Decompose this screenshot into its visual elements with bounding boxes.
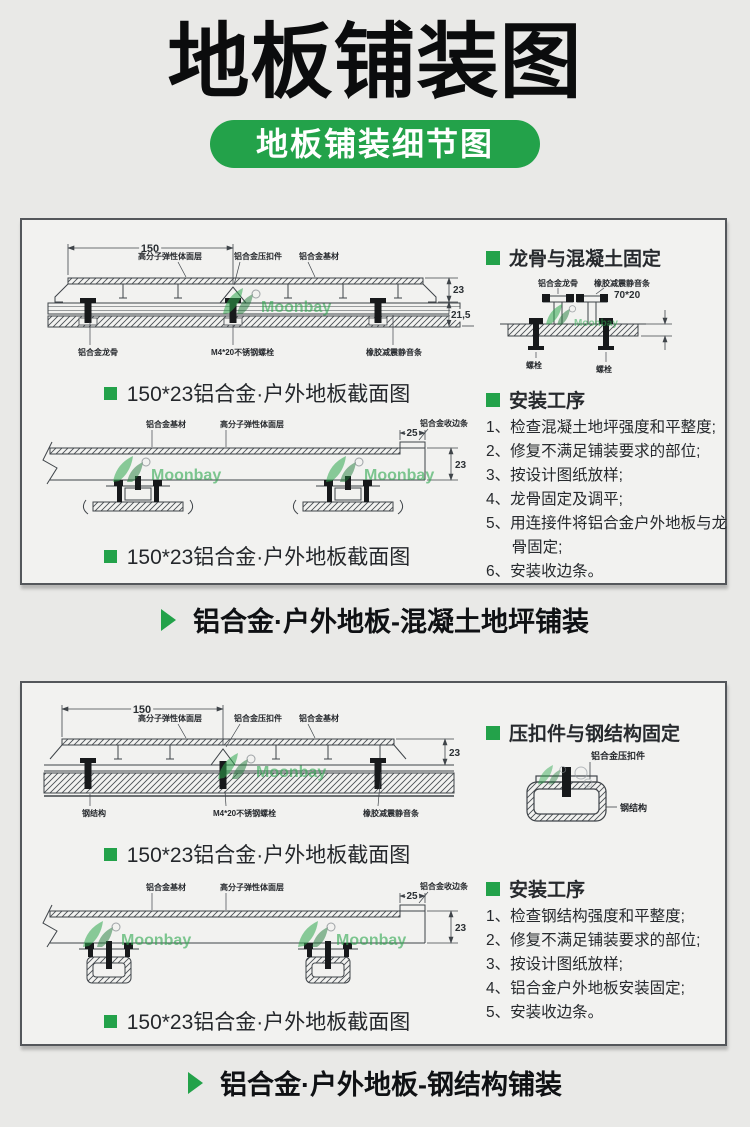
dim-150: 150 [141,243,159,255]
step-item: 4、铝合金户外地板安装固定; [486,980,685,997]
install-steps-list: 1、检查钢结构强度和平整度; 2、修复不满足铺装要求的部位; 3、按设计图纸放样… [486,905,730,1025]
label-base: 铝合金基材 [299,713,339,723]
label-steel: 钢结构 [82,808,106,818]
label-clip: 铝合金压扣件 [591,750,645,761]
label-rubber: 橡胶减震静音条 [366,347,423,357]
label-base: 铝合金基材 [299,251,339,261]
label-base: 铝合金基材 [146,419,186,429]
dim-21-5: 21,5 [451,310,471,321]
label-bolt-left: 螺栓 [526,360,542,370]
label-keel: 铝合金龙骨 [538,278,578,288]
diagram-keel-concrete-fixing: 铝合金龙骨 橡胶减震静音条 70*20 螺栓 螺栓 Moonbay [500,278,672,374]
green-square-icon [486,881,500,896]
subtitle-badge: 地板铺装细节图 [209,120,541,168]
label-steel: 钢结构 [620,802,647,813]
heading-keel-fixing: 龙骨与混凝土固定 [486,244,661,271]
green-square-icon [103,847,117,861]
caption-section-2: 150*23铝合金·户外地板截面图 [52,1006,462,1036]
heading-text: 压扣件与钢结构固定 [509,724,681,745]
step-item: 2、修复不满足铺装要求的部位; [486,932,701,949]
label-surface: 高分子弹性体面层 [220,882,284,892]
heading-text: 龙骨与混凝土固定 [509,249,662,270]
heading-install-steps: 安装工序 [486,875,585,902]
green-triangle-icon [161,608,176,631]
label-edge: 铝合金收边条 [420,881,469,891]
diagram-clip-steel-fixing: 铝合金压扣件 钢结构 [526,750,647,822]
step-item: 3、按设计图纸放样; [486,956,623,973]
heading-text: 安装工序 [509,391,586,412]
label-edge: 铝合金收边条 [420,418,469,428]
step-item: 5、用连接件将铝合金户外地板与龙骨固定; [486,515,728,556]
caption-section-1: 150*23铝合金·户外地板截面图 [52,378,462,408]
diagram-section-steel-1: 150 23 高分子弹性体面层 铝合金压扣件 铝合金基材 钢结构 M4*20不锈… [43,702,463,818]
label-bolt-right: 螺栓 [596,364,612,374]
green-triangle-icon [188,1071,203,1094]
label-clip: 铝合金压扣件 [234,713,282,723]
panel-steel-paving: 150 23 高分子弹性体面层 铝合金压扣件 铝合金基材 钢结构 M4*20不锈… [20,681,727,1046]
label-surface: 高分子弹性体面层 [220,419,284,429]
heading-clip-fixing: 压扣件与钢结构固定 [486,719,680,746]
panel-concrete-paving: 150 23 21,5 高分子弹性体面层 铝合金压扣件 铝合金基材 铝合金龙骨 … [20,218,727,585]
dim-23: 23 [455,923,467,934]
dim-23: 23 [455,460,467,471]
label-surface: 高分子弹性体面层 [138,251,202,261]
step-item: 1、检查混凝土地坪强度和平整度; [486,419,716,436]
green-square-icon [103,549,117,563]
dim-150: 150 [133,704,151,716]
label-rubber: 橡胶减震静音条 [363,808,420,818]
diagram-section-concrete-2: 25 23 铝合金基材 高分子弹性体面层 铝合金收边条 [42,418,469,515]
dim-25: 25 [406,891,418,902]
label-bolt: M4*20不锈钢螺栓 [211,347,274,357]
section1-caption: 铝合金·户外地板-混凝土地坪铺装 [0,600,750,639]
green-square-icon [486,392,500,407]
step-item: 3、按设计图纸放样; [486,467,623,484]
svg-text:Moonbay: Moonbay [574,318,618,329]
label-rubber: 橡胶减震静音条 [594,278,651,288]
step-item: 6、安装收边条。 [486,563,604,580]
step-item: 4、龙骨固定及调平; [486,491,623,508]
heading-install-steps: 安装工序 [486,386,585,413]
step-item: 1、检查钢结构强度和平整度; [486,908,685,925]
label-surface: 高分子弹性体面层 [138,713,202,723]
dim-23: 23 [453,285,465,296]
caption-text: 150*23铝合金·户外地板截面图 [126,844,411,867]
section2-caption: 铝合金·户外地板-钢结构铺装 [0,1063,750,1102]
caption-text: 150*23铝合金·户外地板截面图 [126,1011,411,1034]
step-item: 5、安装收边条。 [486,1004,604,1021]
caption-text: 150*23铝合金·户外地板截面图 [126,546,411,569]
page-title: 地板铺装图 [167,17,583,108]
green-square-icon [486,250,500,265]
heading-text: 安装工序 [509,880,586,901]
caption-section-2: 150*23铝合金·户外地板截面图 [52,541,462,571]
dim-70x20: 70*20 [614,290,641,301]
label-base: 铝合金基材 [146,882,186,892]
section1-caption-text: 铝合金·户外地板-混凝土地坪铺装 [193,607,589,637]
label-clip: 铝合金压扣件 [234,251,282,261]
diagram-section-concrete-1: 150 23 21,5 高分子弹性体面层 铝合金压扣件 铝合金基材 铝合金龙骨 … [47,241,474,357]
install-steps-list: 1、检查混凝土地坪强度和平整度; 2、修复不满足铺装要求的部位; 3、按设计图纸… [486,416,730,584]
green-square-icon [103,386,117,400]
dim-25: 25 [406,428,418,439]
label-bolt: M4*20不锈钢螺栓 [213,808,276,818]
label-keel: 铝合金龙骨 [78,347,118,357]
section2-caption-text: 铝合金·户外地板-钢结构铺装 [220,1070,562,1100]
diagram-section-steel-2: 25 23 铝合金基材 高分子弹性体面层 铝合金收边条 [42,881,469,984]
step-item: 2、修复不满足铺装要求的部位; [486,443,701,460]
green-square-icon [486,725,500,740]
dim-23: 23 [449,748,461,759]
green-square-icon [103,1014,117,1028]
caption-text: 150*23铝合金·户外地板截面图 [126,383,411,406]
caption-section-1: 150*23铝合金·户外地板截面图 [52,839,462,869]
